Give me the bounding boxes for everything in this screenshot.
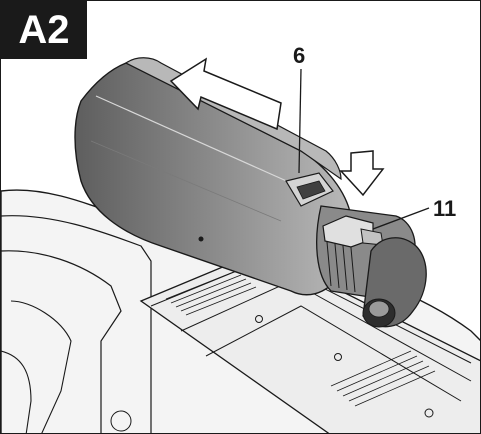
figure-badge-label: A2 xyxy=(18,7,70,52)
leader-line-11 xyxy=(372,207,430,230)
leader-line-6 xyxy=(298,68,302,174)
press-direction-arrow xyxy=(339,150,385,197)
figure-badge: A2 xyxy=(1,1,87,59)
callout-11: 11 xyxy=(433,196,457,221)
tool-base-contour xyxy=(1,215,152,433)
release-latch xyxy=(285,172,334,207)
callout-6: 6 xyxy=(293,43,306,68)
slide-direction-arrow xyxy=(169,57,282,131)
